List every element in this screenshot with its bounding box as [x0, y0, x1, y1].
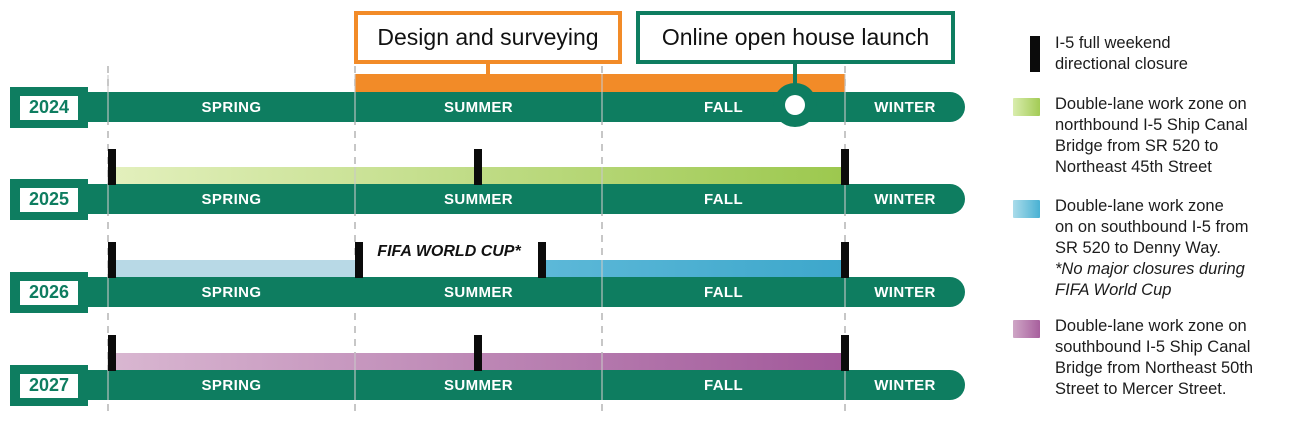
ship-canal-southbound-swatch-icon: [1013, 320, 1040, 338]
season-gridline: [844, 66, 846, 414]
closure-marker-icon: [355, 242, 363, 278]
season-label: SUMMER: [443, 98, 514, 116]
open-house-callout-connector: [793, 62, 797, 85]
season-divider: [601, 353, 603, 400]
season-label: SPRING: [201, 283, 262, 301]
legend-item-closure: I-5 full weekend directional closure: [1005, 33, 1188, 75]
season-label: WINTER: [874, 283, 936, 301]
season-label: FALL: [703, 283, 744, 301]
legend-item-northbound: Double-lane work zone on northbound I-5 …: [1005, 94, 1248, 178]
closure-marker-icon: [108, 242, 116, 278]
legend-note: *No major closures during FIFA World Cup: [1055, 260, 1245, 299]
season-divider: [354, 167, 356, 214]
closure-marker-icon: [841, 242, 849, 278]
season-label: SPRING: [201, 376, 262, 394]
closure-marker-icon: [841, 335, 849, 371]
closure-marker-icon: [474, 335, 482, 371]
season-divider: [844, 260, 846, 307]
closure-marker-icon: [108, 335, 116, 371]
season-label: FALL: [703, 98, 744, 116]
legend-text: Double-lane work zone on on southbound I…: [1055, 197, 1249, 257]
season-divider: [354, 74, 356, 122]
season-divider: [107, 260, 109, 307]
season-divider: [107, 167, 109, 214]
season-label: WINTER: [874, 376, 936, 394]
design-and-surveying-bar: [355, 74, 845, 92]
season-divider: [601, 74, 603, 122]
season-label: SPRING: [201, 190, 262, 208]
legend-item-southbound: Double-lane work zone on on southbound I…: [1005, 196, 1249, 301]
legend-text: Double-lane work zone on southbound I-5 …: [1055, 317, 1254, 398]
season-divider: [601, 260, 603, 307]
open-house-callout: Online open house launch: [636, 11, 955, 64]
southbound-work-zone-bar-fall: [546, 260, 845, 277]
timeline-bar: [80, 370, 965, 400]
season-label: SPRING: [201, 98, 262, 116]
season-gridline: [107, 66, 109, 414]
closure-marker-icon: [108, 149, 116, 185]
closure-marker-icon: [474, 149, 482, 185]
season-label: WINTER: [874, 190, 936, 208]
season-divider: [844, 74, 846, 122]
timeline-row-2024: SPRING SUMMER FALL WINTER 2024: [0, 56, 1000, 129]
season-label: FALL: [703, 190, 744, 208]
design-callout-connector: [486, 62, 490, 75]
season-divider: [354, 353, 356, 400]
timeline-bar: [80, 184, 965, 214]
closure-marker-icon: [841, 149, 849, 185]
legend-item-ship-canal: Double-lane work zone on southbound I-5 …: [1005, 316, 1253, 400]
legend-text: I-5 full weekend directional closure: [1055, 34, 1188, 73]
timeline-row-2025: SPRING SUMMER FALL WINTER 2025: [0, 148, 1000, 221]
timeline-bar: [80, 92, 965, 122]
season-divider: [107, 353, 109, 400]
closure-marker-icon: [538, 242, 546, 278]
timeline-row-2027: SPRING SUMMER FALL WINTER 2027: [0, 334, 1000, 407]
year-box-2025: 2025: [10, 179, 88, 220]
timeline-bar: [80, 277, 965, 307]
season-divider: [844, 167, 846, 214]
timeline-row-2026: SPRING SUMMER FALL WINTER FIFA WORLD CUP…: [0, 241, 1000, 314]
year-label: 2026: [20, 280, 78, 305]
southbound-work-zone-swatch-icon: [1013, 200, 1040, 218]
southbound-work-zone-bar-spring: [110, 260, 355, 277]
season-label: SUMMER: [443, 376, 514, 394]
open-house-launch-marker: [773, 83, 817, 127]
design-callout: Design and surveying: [354, 11, 622, 64]
year-box-2027: 2027: [10, 365, 88, 406]
year-label: 2027: [20, 373, 78, 398]
season-gridline: [601, 66, 603, 414]
year-label: 2025: [20, 187, 78, 212]
northbound-work-zone-swatch-icon: [1013, 98, 1040, 116]
year-label: 2024: [20, 95, 78, 120]
year-box-2026: 2026: [10, 272, 88, 313]
closure-bar-icon: [1030, 36, 1040, 72]
marker-dot-icon: [785, 95, 805, 115]
legend-text: Double-lane work zone on northbound I-5 …: [1055, 95, 1248, 176]
season-label: SUMMER: [443, 190, 514, 208]
fifa-world-cup-label: FIFA WORLD CUP*: [377, 243, 521, 260]
season-gridline: [354, 66, 356, 414]
season-label: FALL: [703, 376, 744, 394]
season-label: WINTER: [874, 98, 936, 116]
season-divider: [601, 167, 603, 214]
season-label: SUMMER: [443, 283, 514, 301]
year-box-2024: 2024: [10, 87, 88, 128]
season-divider: [107, 75, 109, 122]
season-divider: [844, 353, 846, 400]
